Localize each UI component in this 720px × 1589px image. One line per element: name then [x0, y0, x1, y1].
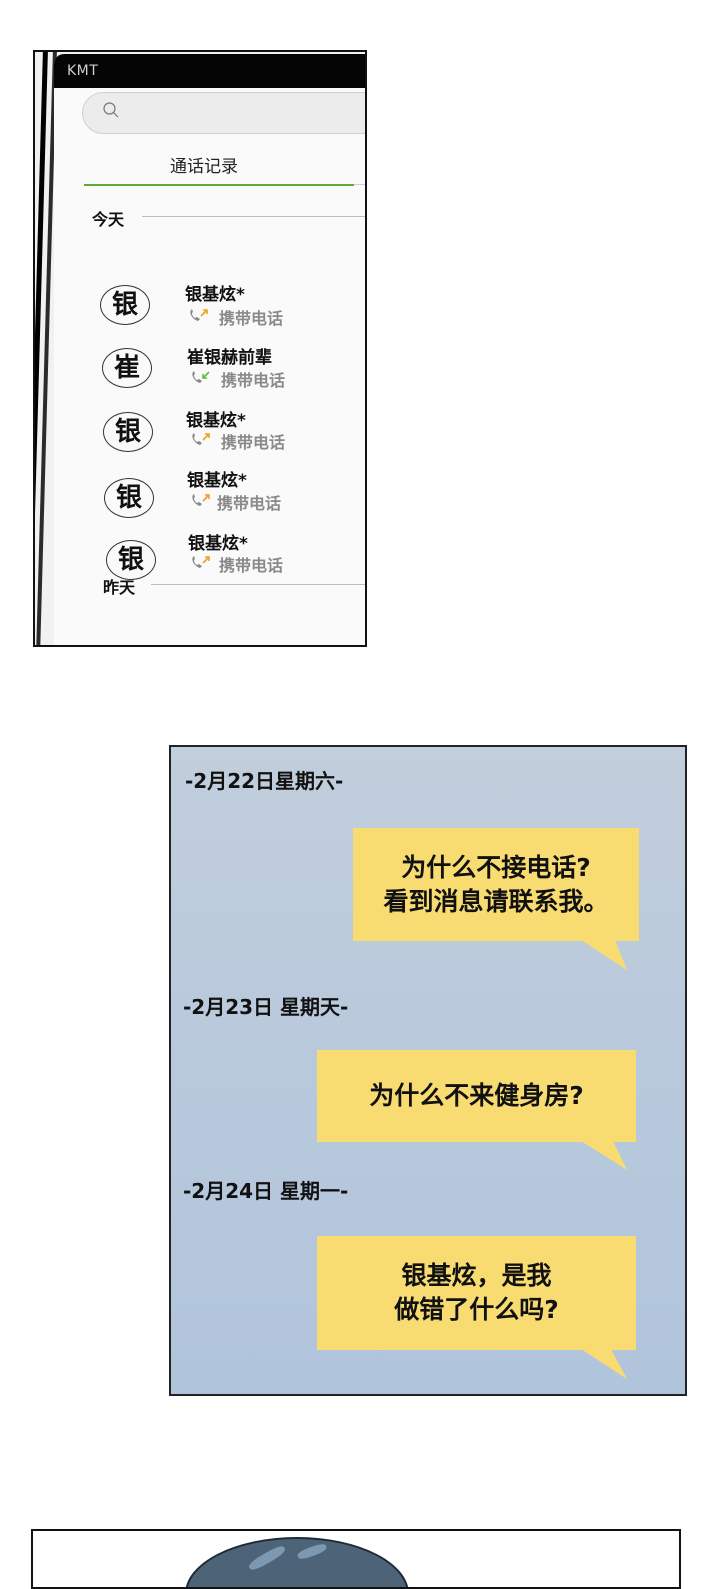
outgoing-call-icon [192, 556, 210, 568]
tab-divider [354, 184, 365, 185]
tab-call-log[interactable]: 通话记录 [170, 157, 238, 177]
caller-name: 银基炫* [188, 534, 248, 554]
caller-name: 银基炫* [186, 411, 246, 431]
call-type: 携带电话 [221, 371, 286, 390]
section-header-yesterday: 昨天 [103, 578, 136, 597]
section-divider [151, 584, 365, 585]
message-line: 为什么不来健身房? [369, 1081, 584, 1110]
message-line: 看到消息请联系我。 [383, 886, 609, 916]
tab-active-indicator [84, 184, 354, 186]
call-type: 携带电话 [219, 309, 284, 328]
bubble-tail [581, 1141, 627, 1170]
call-type: 携带电话 [219, 556, 284, 575]
avatar: 崔 [102, 348, 152, 388]
incoming-call-icon [192, 371, 210, 383]
message-date: -2月24日 星期一- [183, 1179, 349, 1203]
call-log-panel: KMT 通话记录 今天 银 银基炫* 携带电话 崔 崔银赫前辈 [33, 50, 367, 647]
hair-highlight [247, 1543, 287, 1573]
message-bubble: 为什么不来健身房? [317, 1050, 636, 1142]
call-type: 携带电话 [221, 433, 286, 452]
message-line: 为什么不接电话? [401, 852, 591, 882]
message-bubble: 银基炫，是我 做错了什么吗? [317, 1236, 636, 1350]
outgoing-call-icon [192, 433, 210, 445]
caller-name: 崔银赫前辈 [187, 348, 272, 368]
status-bar-carrier: KMT [54, 54, 365, 88]
message-date: -2月22日星期六- [185, 769, 344, 793]
character-hair-illustration [185, 1537, 409, 1587]
avatar: 银 [106, 540, 156, 580]
bubble-tail [581, 940, 627, 970]
search-input[interactable] [82, 92, 365, 134]
message-date: -2月23日 星期天- [183, 995, 349, 1019]
avatar: 银 [104, 478, 154, 518]
phone-screen: KMT 通话记录 今天 银 银基炫* 携带电话 崔 崔银赫前辈 [54, 54, 365, 645]
messages-panel: -2月22日星期六- 为什么不接电话? 看到消息请联系我。 -2月23日 星期天… [169, 745, 687, 1396]
bubble-tail [581, 1349, 627, 1379]
call-type: 携带电话 [217, 494, 282, 513]
section-divider [142, 216, 365, 217]
caller-name: 银基炫* [185, 285, 245, 305]
avatar: 银 [100, 285, 150, 325]
outgoing-call-icon [192, 494, 210, 506]
message-bubble: 为什么不接电话? 看到消息请联系我。 [353, 828, 639, 941]
message-line: 做错了什么吗? [394, 1295, 559, 1324]
search-icon [103, 102, 119, 118]
avatar: 银 [103, 412, 153, 452]
hair-highlight [296, 1542, 328, 1561]
outgoing-call-icon [190, 309, 208, 321]
message-line: 银基炫，是我 [401, 1261, 552, 1290]
illustration-panel [31, 1529, 681, 1589]
section-header-today: 今天 [92, 210, 125, 229]
caller-name: 银基炫* [187, 471, 247, 491]
